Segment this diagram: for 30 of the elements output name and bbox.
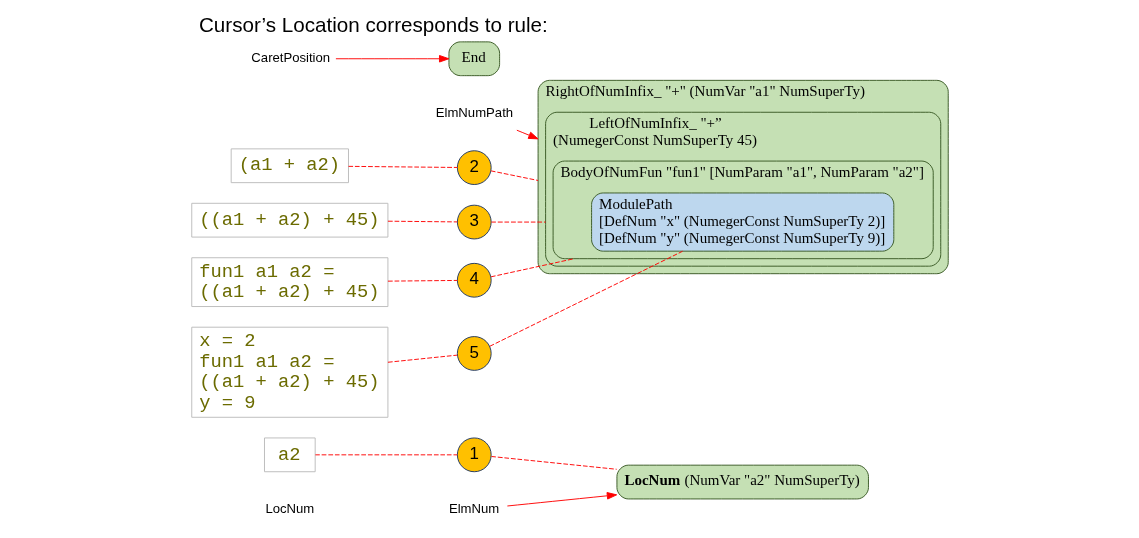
node-box: fun1 a1 a2 = ((a1 + a2) + 45) bbox=[190, 257, 388, 307]
node-text: CaretPosition bbox=[250, 50, 330, 66]
arrow bbox=[334, 55, 449, 63]
node-box: ((a1 + a2) + 45) bbox=[190, 202, 388, 238]
node-box: LocNum (NumVar "a2" NumSuperTy) bbox=[615, 464, 869, 500]
label: LocNum bbox=[264, 500, 314, 516]
connector bbox=[347, 165, 458, 168]
node-box: a2 bbox=[263, 437, 316, 473]
node-text: ElmNumPath bbox=[435, 104, 513, 120]
node-text: ElmNum bbox=[448, 500, 499, 516]
connector bbox=[488, 250, 683, 347]
diagram-title: Cursor’s Location corresponds to rule: bbox=[198, 13, 548, 37]
connector bbox=[490, 456, 617, 470]
node-circle: 5 bbox=[456, 336, 492, 371]
arrow bbox=[515, 129, 539, 140]
connector bbox=[490, 221, 546, 223]
node-box: x = 2 fun1 a1 a2 = ((a1 + a2) + 45) y = 9 bbox=[190, 326, 388, 418]
connector bbox=[386, 220, 458, 223]
node-circle: 1 bbox=[456, 437, 492, 473]
arrow bbox=[506, 492, 617, 507]
node-box: (a1 + a2) bbox=[230, 148, 349, 184]
connector bbox=[314, 454, 458, 456]
connector bbox=[386, 354, 458, 363]
node-circle: 3 bbox=[456, 204, 492, 240]
node-box: End bbox=[447, 41, 500, 77]
node-circle: 2 bbox=[456, 150, 492, 185]
node-box: ModulePath [DefNum "x" (NumegerConst NumSuperTy 2)] [DefNum "y" (NumegerConst NumSuperTy 9)] bbox=[590, 192, 894, 252]
connector bbox=[490, 170, 539, 181]
node-circle: 4 bbox=[456, 262, 492, 298]
connector bbox=[386, 279, 458, 282]
